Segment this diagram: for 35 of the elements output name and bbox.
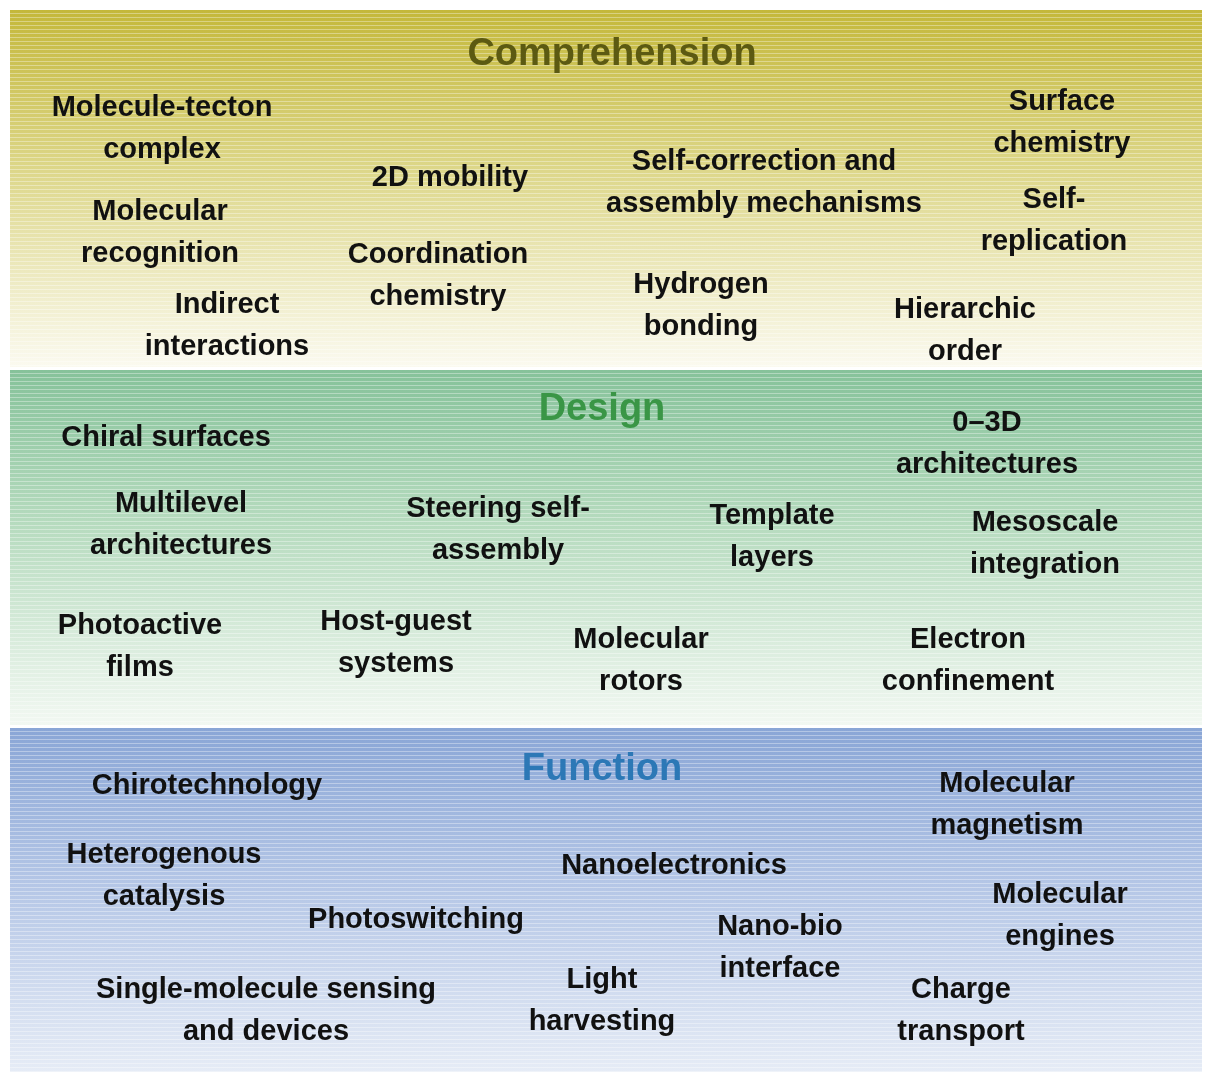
topic-label: Steering self-assembly <box>405 490 591 567</box>
topic-label: Molecule-tecton complex <box>50 89 274 166</box>
topic-label: Single-molecule sensing and devices <box>95 971 437 1048</box>
topic-label: Hydrogen bonding <box>632 266 770 343</box>
topic-label: Mesoscale integration <box>969 504 1121 581</box>
topic-label: Template layers <box>708 497 836 574</box>
topic-label: Photoactive films <box>56 607 224 684</box>
topic-label: Electron confinement <box>880 621 1056 698</box>
topic-label: 2D mobility <box>370 159 530 194</box>
section-band <box>10 10 1202 367</box>
topic-label: Molecular rotors <box>572 621 710 698</box>
topic-label: Heterogenous catalysis <box>65 836 263 913</box>
topic-label: Light harvesting <box>527 961 677 1038</box>
topic-label: 0–3D architectures <box>894 404 1080 481</box>
section-heading: Design <box>537 385 667 429</box>
topic-label: Chiral surfaces <box>60 419 272 454</box>
topic-label: Molecular magnetism <box>929 765 1085 842</box>
section-band <box>10 728 1202 1072</box>
topic-label: Surface chemistry <box>992 83 1132 160</box>
topic-label: Nano-bio interface <box>716 908 844 985</box>
topic-label: Coordination chemistry <box>346 236 530 313</box>
section-heading: Function <box>520 745 684 789</box>
topic-label: Charge transport <box>896 971 1026 1048</box>
topic-label: Self-replication <box>979 181 1129 258</box>
topic-label: Nanoelectronics <box>560 847 788 882</box>
topic-label: Molecular engines <box>991 876 1129 953</box>
topic-label: Chirotechnology <box>90 767 324 802</box>
topic-label: Molecular recognition <box>80 193 240 270</box>
topic-label: Multilevel architectures <box>88 485 274 562</box>
topic-label: Indirect interactions <box>143 286 311 363</box>
topic-label: Photoswitching <box>307 901 525 936</box>
topic-label: Host-guest systems <box>319 603 473 680</box>
topic-label: Self-correction and assembly mechanisms <box>605 143 923 220</box>
topic-label: Hierarchic order <box>893 291 1037 368</box>
section-band <box>10 370 1202 725</box>
